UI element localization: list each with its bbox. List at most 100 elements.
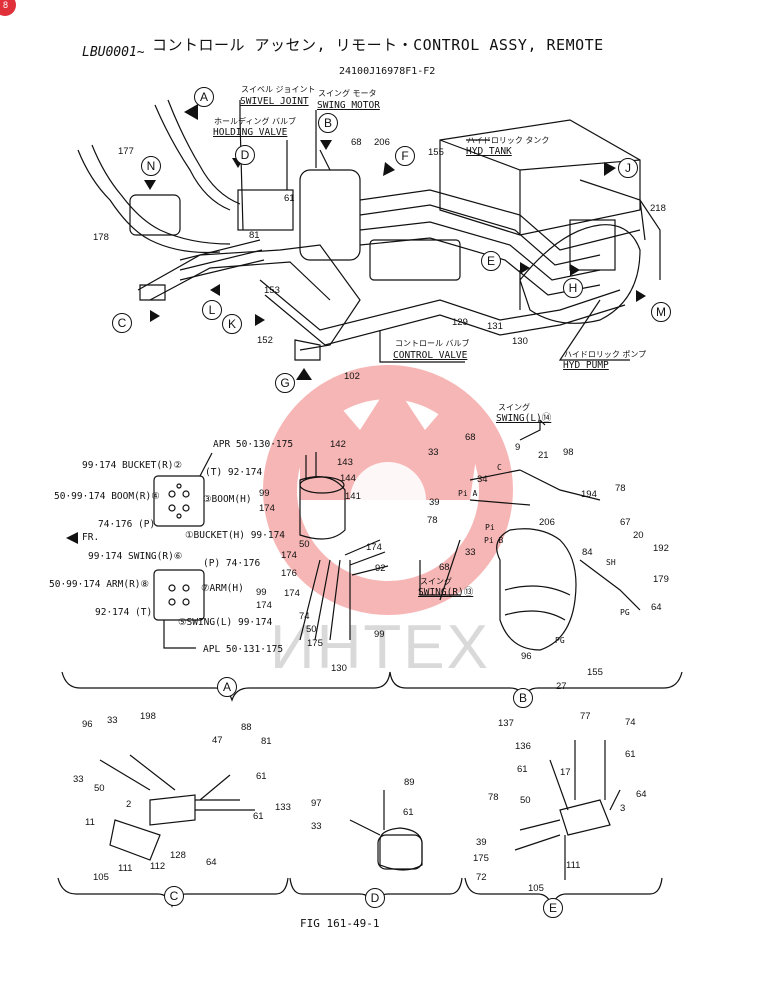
part-number: 142 [330,439,346,450]
part-number: 152 [257,335,273,346]
part-number: 78 [615,483,626,494]
section-label-a: A [217,677,237,697]
port-apr: APR 50·130·175 [213,439,294,450]
part-number: 50 [94,783,105,794]
part-number: 81 [249,230,260,241]
part-code: 24100J16978F1-F2 [339,66,436,77]
part-number: 97 [311,798,322,809]
part-number: 17 [560,767,571,778]
port-swing-r: 99·174 SWING(R)⑥ [88,551,183,562]
part-number: 33 [107,715,118,726]
part-number: 176 [281,568,297,579]
part-number: 78 [427,515,438,526]
port-tag: C [497,463,502,472]
part-number: 89 [404,777,415,788]
view-badge-m: M [651,302,671,322]
view-badge-a: A [194,87,214,107]
part-number: 74 [299,611,310,622]
part-number: 174 [256,600,272,611]
part-number: 206 [539,517,555,528]
part-number: 112 [150,861,166,872]
part-number: 33 [73,774,84,785]
part-number: 88 [241,722,252,733]
part-number: 77 [580,711,591,722]
part-number: 67 [620,517,631,528]
port-t: (T) 92·174 [205,467,263,478]
view-badge-d: D [235,145,255,165]
port-t2: 92·174 (T) [95,607,153,618]
part-number: 136 [515,741,531,752]
watermark-text: ИНТЕХ [270,613,490,682]
part-number: 61 [625,749,636,760]
section-label-e: E [543,898,563,918]
part-number: 174 [366,542,382,553]
part-number: 9 [515,442,521,453]
part-number: 50 [520,795,531,806]
part-number: 192 [653,543,669,554]
swing-r-jp: スイング [420,577,452,586]
hyd-tank-jp: ハイドロリック タンク [467,136,550,145]
view-badge-g: G [275,373,295,393]
part-number: 11 [85,817,95,828]
part-number: 153 [264,285,280,296]
port-arm-h: ⑦ARM(H) [201,583,244,594]
corner-badge: 8 [0,0,16,16]
part-number: 39 [429,497,440,508]
part-number: 130 [512,336,528,347]
part-number: 218 [650,203,666,214]
part-number: 68 [465,432,476,443]
part-number: 21 [538,450,549,461]
port-tag: PG [555,636,565,645]
port-p2: (P) 74·176 [203,558,261,569]
port-tag: Pi [485,523,495,532]
part-number: 39 [476,837,487,848]
part-number: 96 [521,651,532,662]
part-number: 96 [82,719,93,730]
part-number: 178 [93,232,109,243]
part-number: 194 [581,489,597,500]
part-number: 105 [93,872,109,883]
swing-motor-label: SWING MOTOR [317,100,380,111]
part-number: 174 [284,588,300,599]
part-number: 137 [498,718,514,729]
view-badge-l: L [202,300,222,320]
part-number: 92 [375,563,386,574]
port-tag: Pi B [484,536,504,545]
holding-valve-label: HOLDING VALVE [213,127,288,138]
figure-number: FIG 161-49-1 [300,917,380,930]
part-number: 143 [337,457,353,468]
part-number: 33 [311,821,322,832]
swing-l-jp: スイング [498,403,530,412]
part-number: 111 [566,860,581,871]
view-badge-h: H [563,278,583,298]
part-number: 198 [140,711,156,722]
part-number: 141 [345,491,361,502]
part-number: 78 [488,792,499,803]
part-number: 99 [256,587,267,598]
part-number: 102 [344,371,360,382]
part-number: 111 [118,863,133,874]
part-number: 155 [428,147,444,158]
serial-range: LBU0001~ [82,45,145,60]
part-number: 27 [556,681,567,692]
part-number: 72 [476,872,487,883]
part-number: 84 [582,547,593,558]
part-number: 34 [477,474,488,485]
part-number: 50 [299,539,310,550]
port-tag: PG [620,608,630,617]
part-number: 129 [452,317,468,328]
port-bucket-r: 99·174 BUCKET(R)② [82,460,183,471]
part-number: 64 [636,789,647,800]
front-direction: FR. [82,532,100,543]
part-number: 175 [307,638,323,649]
port-arm-r: 50·99·174 ARM(R)⑧ [49,579,150,590]
port-apl: APL 50·131·175 [203,644,284,655]
swivel-joint-jp: スイベル ジョイント [241,85,316,94]
part-number: 174 [281,550,297,561]
section-label-d: D [365,888,385,908]
port-p: 74·176 (P) [98,519,156,530]
swing-l-label: SWING(L)⑭ [496,413,552,424]
swivel-joint-label: SWIVEL JOINT [240,96,309,107]
